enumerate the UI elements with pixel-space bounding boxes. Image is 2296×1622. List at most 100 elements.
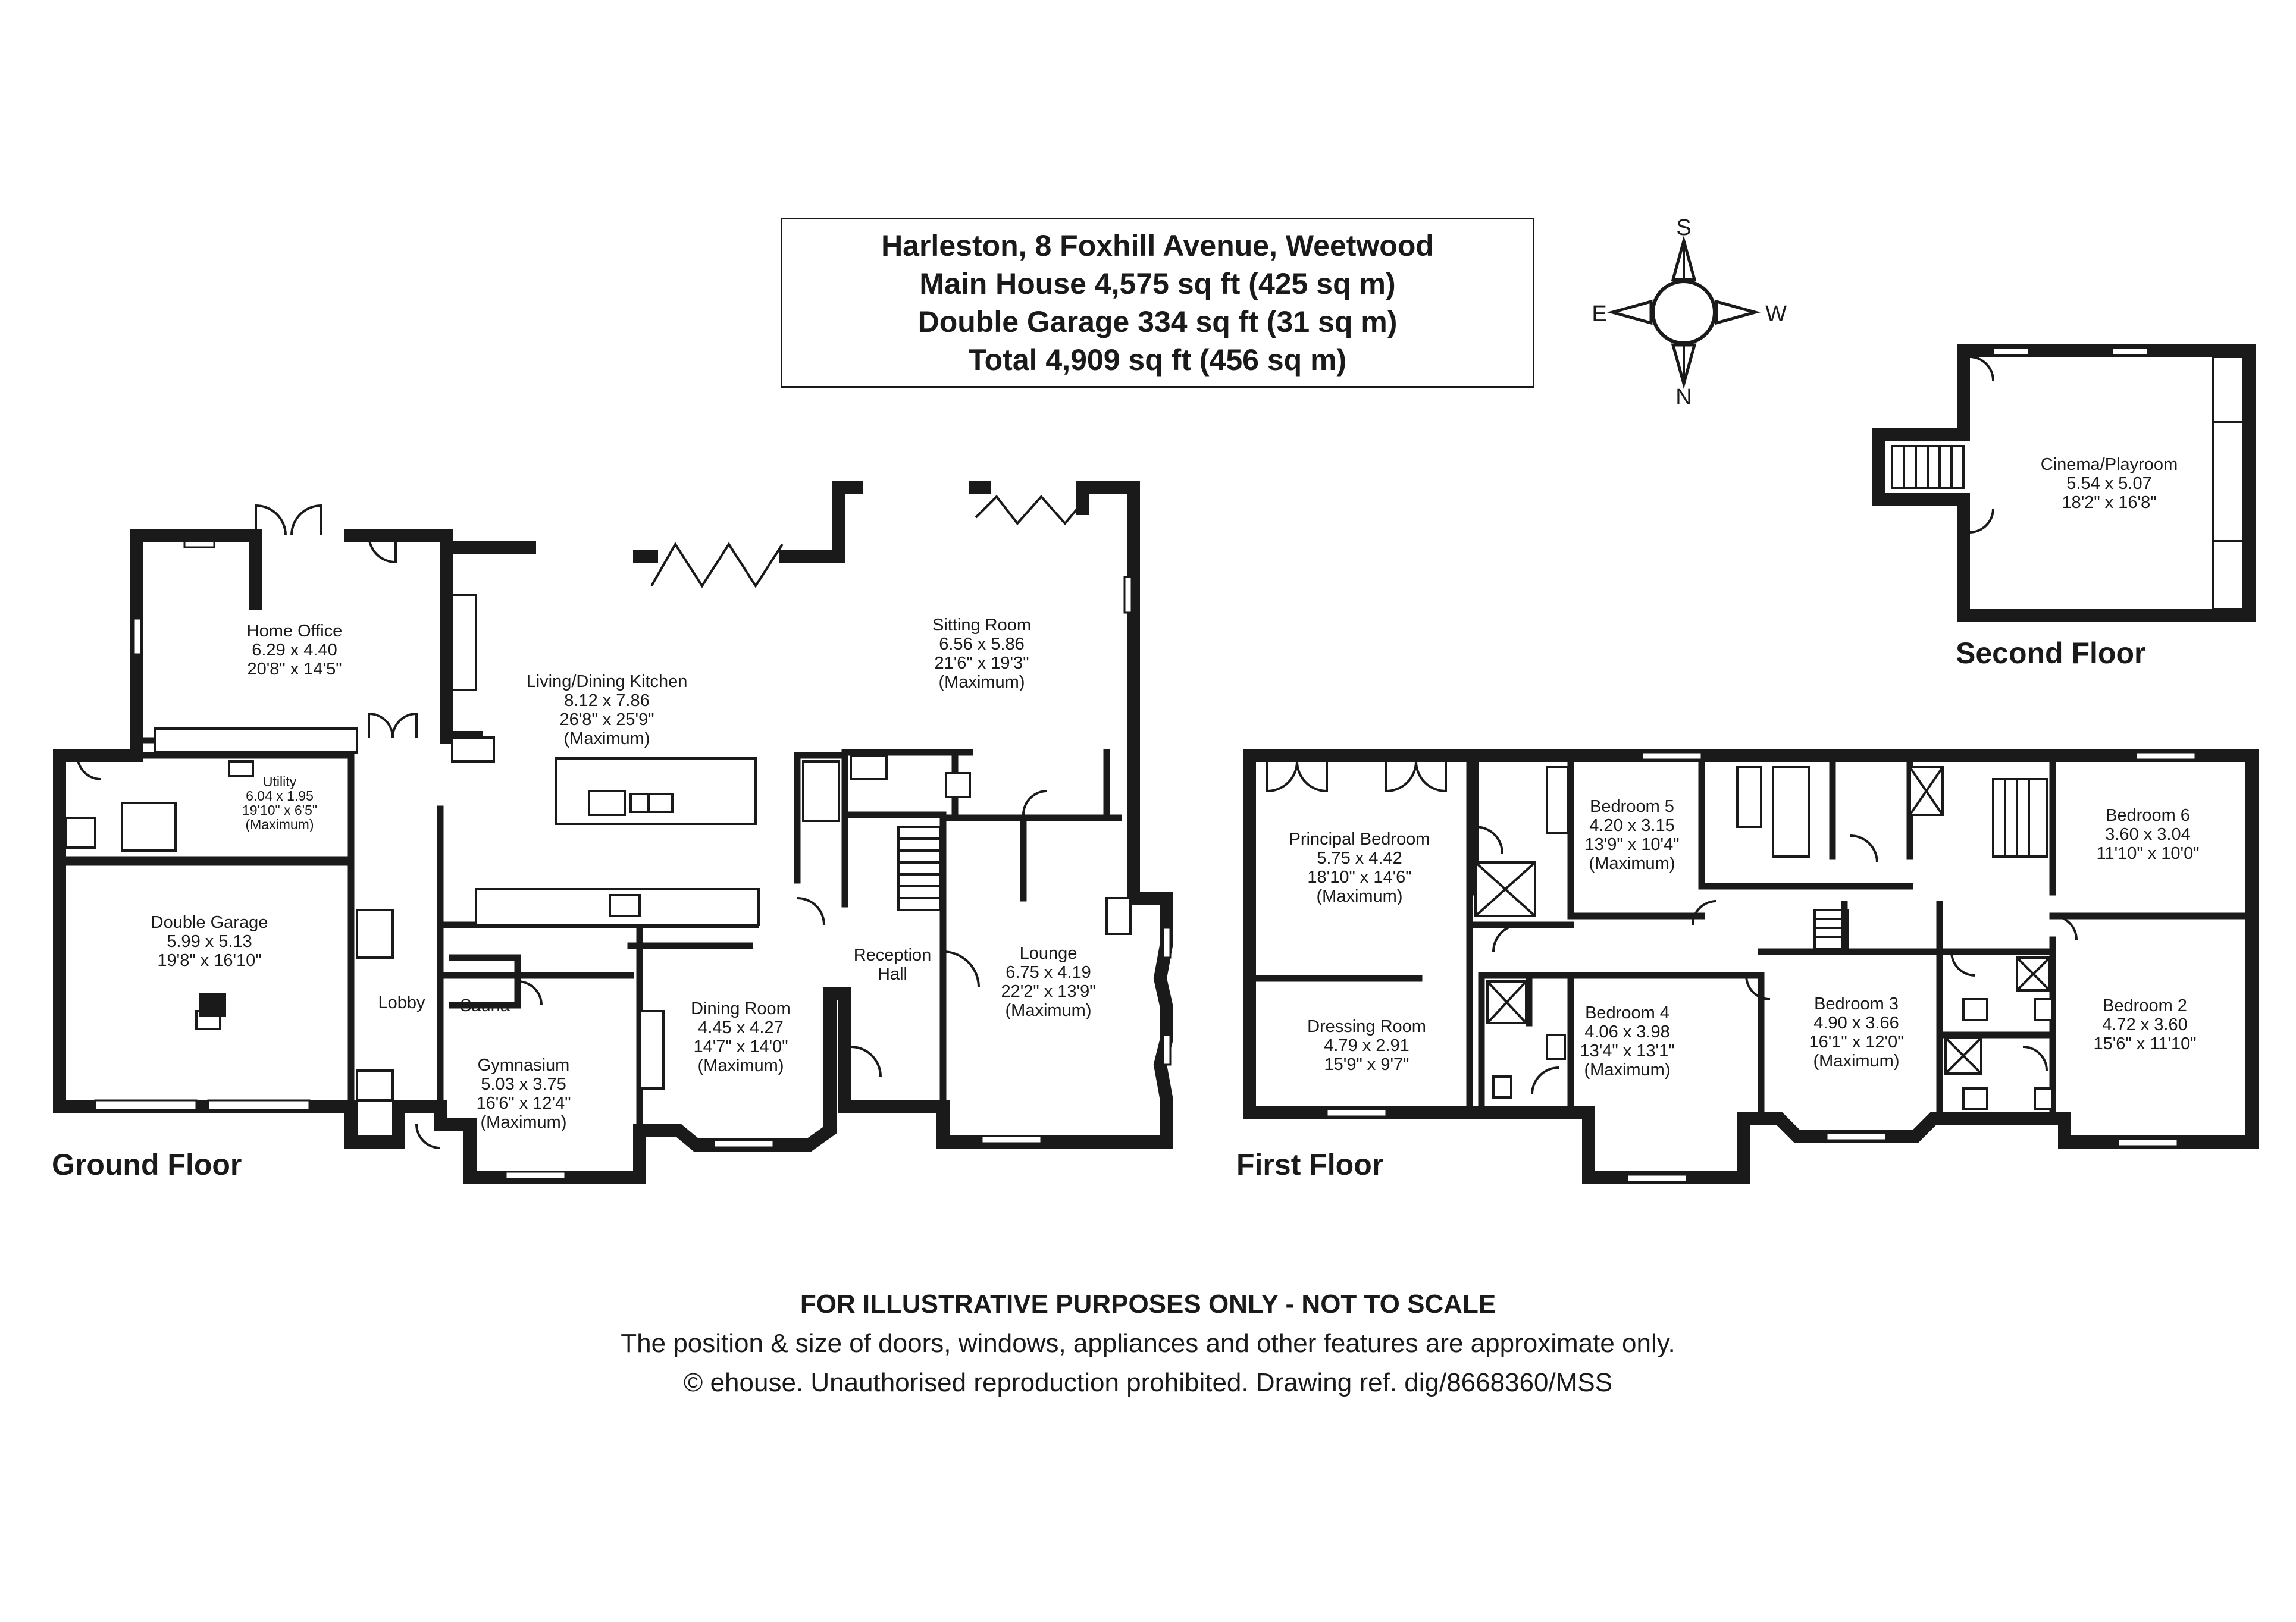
svg-text:6.56 x 5.86: 6.56 x 5.86 xyxy=(939,635,1025,654)
svg-text:Dining Room: Dining Room xyxy=(691,999,791,1018)
svg-text:5.03 x 3.75: 5.03 x 3.75 xyxy=(481,1075,566,1094)
svg-text:Cinema/Playroom: Cinema/Playroom xyxy=(2041,455,2178,474)
svg-text:8.12 x 7.86: 8.12 x 7.86 xyxy=(564,691,650,710)
svg-text:(Maximum): (Maximum) xyxy=(564,729,650,748)
svg-text:5.54 x 5.07: 5.54 x 5.07 xyxy=(2066,474,2152,493)
room-label-reception-hall: Reception Hall xyxy=(854,946,932,984)
svg-text:Principal Bedroom: Principal Bedroom xyxy=(1289,830,1430,849)
svg-text:19'10" x 6'5": 19'10" x 6'5" xyxy=(242,802,317,818)
svg-text:5.99 x 5.13: 5.99 x 5.13 xyxy=(167,932,252,951)
svg-text:19'8" x 16'10": 19'8" x 16'10" xyxy=(157,951,261,970)
svg-text:4.06 x 3.98: 4.06 x 3.98 xyxy=(1584,1022,1670,1041)
room-label-lounge: Lounge 6.75 x 4.19 22'2" x 13'9" (Maximu… xyxy=(1001,944,1095,1020)
svg-text:Lounge: Lounge xyxy=(1020,944,1077,963)
room-label-bedroom-5: Bedroom 5 4.20 x 3.15 13'9" x 10'4" (Max… xyxy=(1584,797,1679,873)
svg-text:6.29 x 4.40: 6.29 x 4.40 xyxy=(252,641,337,660)
svg-text:3.60 x 3.04: 3.60 x 3.04 xyxy=(2105,825,2191,844)
copyright-note: © ehouse. Unauthorised reproduction proh… xyxy=(683,1368,1613,1397)
svg-text:20'8" x 14'5": 20'8" x 14'5" xyxy=(247,660,342,679)
room-label-cinema-playroom: Cinema/Playroom 5.54 x 5.07 18'2" x 16'8… xyxy=(2041,455,2178,512)
compass-north: N xyxy=(1675,385,1692,410)
svg-text:(Maximum): (Maximum) xyxy=(246,817,314,832)
room-label-sitting-room: Sitting Room 6.56 x 5.86 21'6" x 19'3" (… xyxy=(932,616,1031,692)
room-label-gymnasium: Gymnasium 5.03 x 3.75 16'6" x 12'4" (Max… xyxy=(476,1056,571,1132)
room-label-utility: Utility 6.04 x 1.95 19'10" x 6'5" (Maxim… xyxy=(242,774,317,832)
svg-text:11'10" x 10'0": 11'10" x 10'0" xyxy=(2096,844,2199,863)
svg-text:16'6" x 12'4": 16'6" x 12'4" xyxy=(476,1094,571,1113)
svg-text:Hall: Hall xyxy=(878,965,907,984)
room-label-bedroom-3: Bedroom 3 4.90 x 3.66 16'1" x 12'0" (Max… xyxy=(1809,994,1903,1071)
svg-text:Bedroom 6: Bedroom 6 xyxy=(2106,806,2190,825)
main-house-area: Main House 4,575 sq ft (425 sq m) xyxy=(919,267,1396,300)
svg-text:Dressing Room: Dressing Room xyxy=(1307,1017,1426,1036)
svg-text:6.75 x 4.19: 6.75 x 4.19 xyxy=(1006,963,1091,982)
svg-text:4.90 x 3.66: 4.90 x 3.66 xyxy=(1813,1014,1899,1033)
room-label-home-office: Home Office 6.29 x 4.40 20'8" x 14'5" xyxy=(247,622,343,679)
svg-text:Utility: Utility xyxy=(263,774,297,789)
svg-text:Bedroom 5: Bedroom 5 xyxy=(1590,797,1674,816)
room-label-double-garage: Double Garage 5.99 x 5.13 19'8" x 16'10" xyxy=(151,913,268,970)
second-floor-label: Second Floor xyxy=(1956,636,2145,670)
svg-text:(Maximum): (Maximum) xyxy=(698,1056,784,1075)
svg-text:Double Garage: Double Garage xyxy=(151,913,268,932)
room-label-bedroom-4: Bedroom 4 4.06 x 3.98 13'4" x 13'1" (Max… xyxy=(1580,1003,1674,1080)
svg-text:18'2" x 16'8": 18'2" x 16'8" xyxy=(2062,493,2156,512)
svg-text:5.75 x 4.42: 5.75 x 4.42 xyxy=(1317,849,1402,868)
svg-text:(Maximum): (Maximum) xyxy=(1584,1061,1671,1080)
ground-floor-label: Ground Floor xyxy=(52,1148,242,1181)
room-label-living-dining-kitchen: Living/Dining Kitchen 8.12 x 7.86 26'8" … xyxy=(527,672,688,748)
svg-text:(Maximum): (Maximum) xyxy=(481,1113,567,1132)
svg-text:22'2" x 13'9": 22'2" x 13'9" xyxy=(1001,982,1095,1001)
svg-text:Home Office: Home Office xyxy=(247,622,343,641)
title-box: Harleston, 8 Foxhill Avenue, Weetwood Ma… xyxy=(781,218,1534,388)
svg-text:Bedroom 2: Bedroom 2 xyxy=(2103,996,2187,1015)
room-label-dressing-room: Dressing Room 4.79 x 2.91 15'9" x 9'7" xyxy=(1307,1017,1426,1074)
svg-text:(Maximum): (Maximum) xyxy=(939,673,1025,692)
room-label-bedroom-6: Bedroom 6 3.60 x 3.04 11'10" x 10'0" xyxy=(2096,806,2199,863)
room-label-dining-room: Dining Room 4.45 x 4.27 14'7" x 14'0" (M… xyxy=(691,999,791,1075)
svg-text:6.04 x 1.95: 6.04 x 1.95 xyxy=(246,788,314,804)
room-label-bedroom-2: Bedroom 2 4.72 x 3.60 15'6" x 11'10" xyxy=(2093,996,2196,1053)
compass-icon: S N E W xyxy=(1592,215,1787,410)
compass-west: W xyxy=(1765,302,1787,327)
svg-text:Sauna: Sauna xyxy=(460,996,510,1015)
total-area: Total 4,909 sq ft (456 sq m) xyxy=(968,343,1347,377)
first-floor-stairs xyxy=(1813,778,2048,950)
svg-text:Sitting Room: Sitting Room xyxy=(932,616,1031,635)
ground-floor-stairs xyxy=(897,826,941,911)
disclaimer-heading: FOR ILLUSTRATIVE PURPOSES ONLY - NOT TO … xyxy=(800,1290,1496,1319)
svg-text:4.79 x 2.91: 4.79 x 2.91 xyxy=(1324,1036,1409,1055)
svg-text:Bedroom 3: Bedroom 3 xyxy=(1814,994,1899,1014)
room-label-principal-bedroom: Principal Bedroom 5.75 x 4.42 18'10" x 1… xyxy=(1289,830,1430,906)
svg-text:4.72 x 3.60: 4.72 x 3.60 xyxy=(2102,1015,2188,1034)
property-address: Harleston, 8 Foxhill Avenue, Weetwood xyxy=(881,229,1434,262)
compass-south: S xyxy=(1676,215,1691,240)
disclaimer-note: The position & size of doors, windows, a… xyxy=(621,1329,1675,1358)
svg-text:(Maximum): (Maximum) xyxy=(1006,1001,1092,1020)
svg-text:14'7" x 14'0": 14'7" x 14'0" xyxy=(693,1037,788,1056)
room-label-lobby: Lobby xyxy=(378,993,425,1012)
svg-text:15'6" x 11'10": 15'6" x 11'10" xyxy=(2093,1034,2196,1053)
svg-text:(Maximum): (Maximum) xyxy=(1589,854,1675,873)
second-floor-plan xyxy=(1872,344,2256,622)
compass-east: E xyxy=(1592,302,1606,327)
svg-text:18'10" x 14'6": 18'10" x 14'6" xyxy=(1307,868,1411,887)
svg-text:Reception: Reception xyxy=(854,946,932,965)
svg-text:21'6" x 19'3": 21'6" x 19'3" xyxy=(934,654,1029,673)
svg-text:13'9" x 10'4": 13'9" x 10'4" xyxy=(1584,835,1679,854)
svg-text:4.20 x 3.15: 4.20 x 3.15 xyxy=(1589,816,1675,835)
svg-text:Living/Dining Kitchen: Living/Dining Kitchen xyxy=(527,672,688,691)
garage-area: Double Garage 334 sq ft (31 sq m) xyxy=(917,305,1398,338)
ground-floor-plan xyxy=(53,481,1173,1184)
first-floor-label: First Floor xyxy=(1236,1148,1383,1181)
svg-text:Gymnasium: Gymnasium xyxy=(478,1056,570,1075)
svg-text:26'8" x 25'9": 26'8" x 25'9" xyxy=(559,710,654,729)
room-label-sauna: Sauna xyxy=(460,996,510,1015)
disclaimer: FOR ILLUSTRATIVE PURPOSES ONLY - NOT TO … xyxy=(0,1285,2296,1403)
svg-text:Bedroom 4: Bedroom 4 xyxy=(1585,1003,1669,1022)
first-floor-plan xyxy=(1243,749,2259,1184)
svg-text:(Maximum): (Maximum) xyxy=(1317,887,1403,906)
svg-text:13'4" x 13'1": 13'4" x 13'1" xyxy=(1580,1041,1674,1061)
svg-text:Lobby: Lobby xyxy=(378,993,425,1012)
